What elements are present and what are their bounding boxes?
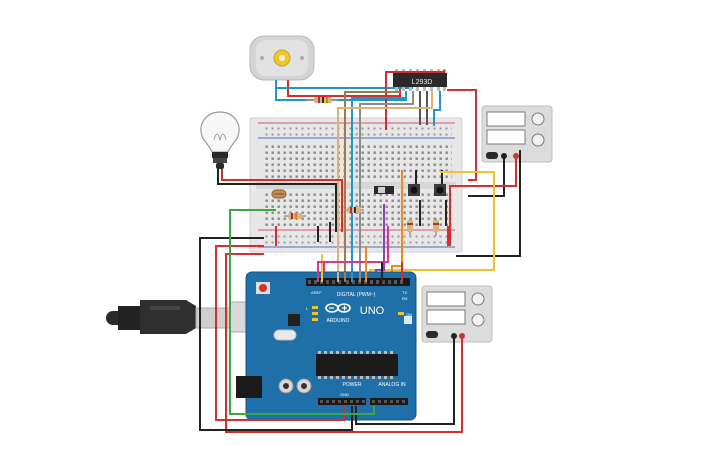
tx-label: TX [402,290,407,295]
rx-label: RX [402,296,408,301]
power-supply-icon[interactable] [421,285,493,343]
wire-magenta-d12[interactable] [317,261,330,282]
chip-wire-blue2[interactable] [351,91,407,272]
brand-label: ARDUINO [326,318,349,324]
bulb-wire-red[interactable] [221,169,343,232]
photoresistor[interactable] [271,189,287,199]
chip-wire-brown[interactable] [344,91,400,272]
bulb-wire-black[interactable] [217,169,337,232]
aref-label: AREF [311,290,322,295]
model-label: UNO [360,305,385,317]
ps1-wire-black[interactable] [468,156,505,197]
ps2-wire-red[interactable] [225,253,463,433]
arduino-logo-icon [325,303,351,313]
arduino-uno-board[interactable]: DIGITAL (PWM~) AREF TX RX ARDUINO UNO L … [236,271,417,421]
dc-motor-icon[interactable] [249,35,315,81]
reset-button[interactable] [259,284,267,292]
chip-wire-red-right[interactable] [447,89,477,181]
chip-wire-gray3[interactable] [359,91,414,270]
motor-wire-blue-2[interactable] [275,80,413,89]
push-button-2[interactable] [434,184,446,196]
slide-switch[interactable] [374,186,394,194]
light-bulb-icon[interactable] [200,111,240,169]
chip-wire-red-top[interactable] [385,70,445,88]
resistor-motor[interactable] [306,97,338,103]
on-label: ON [406,312,412,317]
power-supply-icon[interactable] [481,105,553,163]
resistor-d[interactable] [433,218,439,236]
gnd-label: GND [340,392,349,397]
wire-red-outer[interactable] [215,245,345,421]
led-l-label: L [306,306,309,311]
chip-wire-blue[interactable] [433,91,441,126]
wire-green-a0[interactable] [229,209,375,415]
chip-wire-tan[interactable] [337,91,433,272]
wire-black-outer[interactable] [199,237,353,431]
resistor-c[interactable] [407,218,413,236]
ic-label: L293D [412,79,433,86]
analog-label: ANALOG IN [378,382,406,388]
usb-plug-icon[interactable] [106,300,259,334]
breadboard[interactable] [249,117,463,253]
push-button-1[interactable] [408,184,420,196]
resistor-b[interactable] [344,207,364,213]
ps1-wire-black-2[interactable] [456,150,521,257]
resistor-a[interactable] [284,213,306,219]
ps1-wire-red[interactable] [449,156,517,246]
digital-header-label: DIGITAL (PWM~) [337,292,376,298]
power-label: POWER [343,382,362,388]
